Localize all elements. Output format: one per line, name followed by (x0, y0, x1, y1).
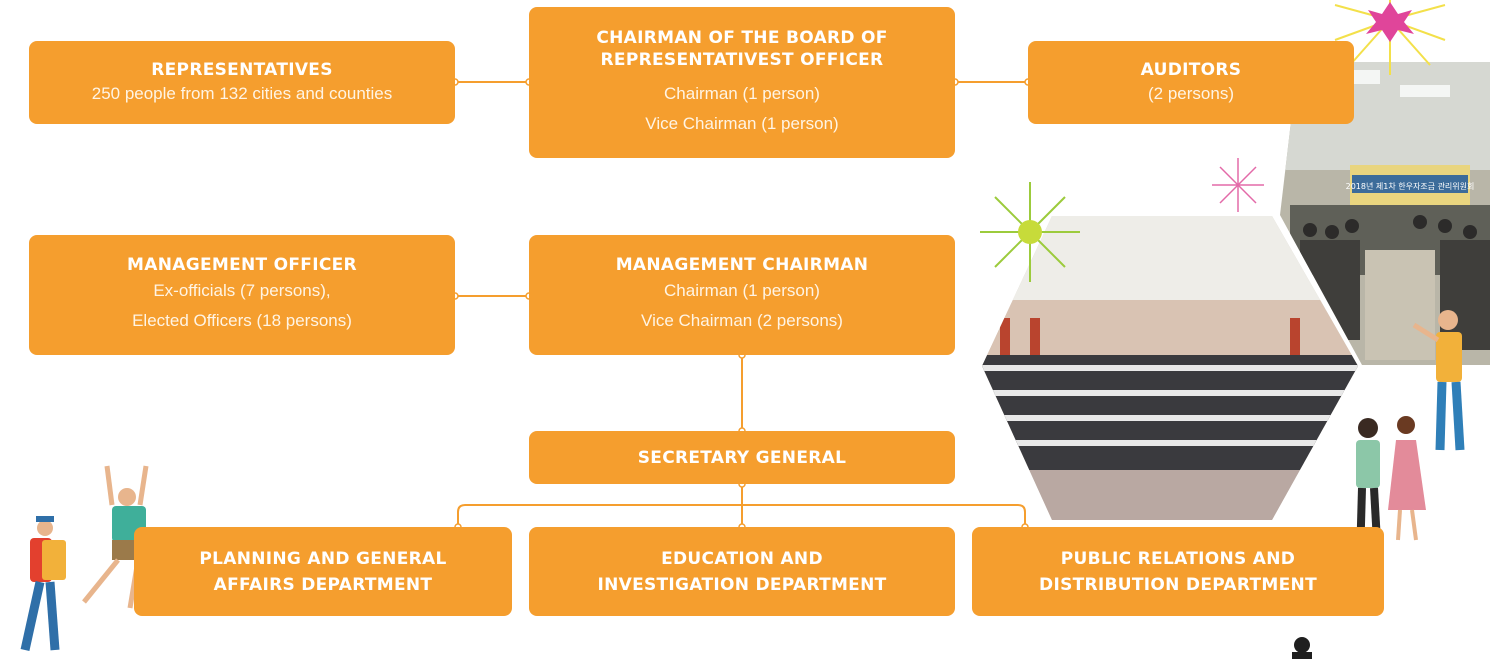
public-relations-department-title: PUBLIC RELATIONS AND DISTRIBUTION DEPART… (1039, 548, 1317, 595)
firework-yellow-icon (1334, 0, 1446, 75)
assembly-hall-photo (982, 216, 1358, 520)
representatives-detail: 250 people from 132 cities and counties (91, 83, 393, 103)
secretary-general-box: SECRETARY GENERAL (529, 431, 955, 484)
meeting-banner-text: 2018년 제1차 한우자조금 관리위원회 (1346, 181, 1475, 191)
auditors-title: AUDITORS (1140, 59, 1242, 80)
management-chairman-detail: Chairman (1 person) Vice Chairman (2 per… (641, 281, 843, 330)
firework-green-icon (980, 182, 1080, 282)
representatives-title: REPRESENTATIVES (151, 59, 333, 80)
chairman-board-detail: Chairman (1 person) Vice Chairman (1 per… (645, 83, 839, 133)
hiker-person-icon (20, 516, 66, 651)
management-officer-box: MANAGEMENT OFFICER Ex-officials (7 perso… (29, 235, 455, 355)
secretary-general-title: SECRETARY GENERAL (637, 447, 847, 468)
public-relations-department-box: PUBLIC RELATIONS AND DISTRIBUTION DEPART… (972, 527, 1384, 616)
chairman-board-box: CHAIRMAN OF THE BOARD OF REPRESENTATIVES… (529, 7, 955, 158)
education-department-title: EDUCATION AND INVESTIGATION DEPARTMENT (597, 548, 887, 595)
management-chairman-box: MANAGEMENT CHAIRMAN Chairman (1 person) … (529, 235, 955, 355)
management-chairman-title: MANAGEMENT CHAIRMAN (615, 255, 869, 275)
auditors-detail: (2 persons) (1148, 83, 1234, 103)
education-department-box: EDUCATION AND INVESTIGATION DEPARTMENT (529, 527, 955, 616)
management-officer-detail: Ex-officials (7 persons), Elected Office… (132, 281, 352, 330)
chairman-board-title: CHAIRMAN OF THE BOARD OF REPRESENTATIVES… (596, 27, 888, 70)
planning-department-title: PLANNING AND GENERAL AFFAIRS DEPARTMENT (199, 548, 447, 595)
walking-person-icon (1292, 637, 1312, 659)
representatives-box: REPRESENTATIVES 250 people from 132 citi… (29, 41, 455, 124)
meeting-room-photo: 2018년 제1차 한우자조금 관리위원회 (1280, 62, 1490, 365)
waving-person-icon (1412, 310, 1465, 451)
planning-department-box: PLANNING AND GENERAL AFFAIRS DEPARTMENT (134, 527, 512, 616)
auditors-box: AUDITORS (2 persons) (1028, 41, 1354, 124)
management-officer-title: MANAGEMENT OFFICER (127, 255, 357, 275)
firework-pink-icon (1212, 158, 1264, 212)
